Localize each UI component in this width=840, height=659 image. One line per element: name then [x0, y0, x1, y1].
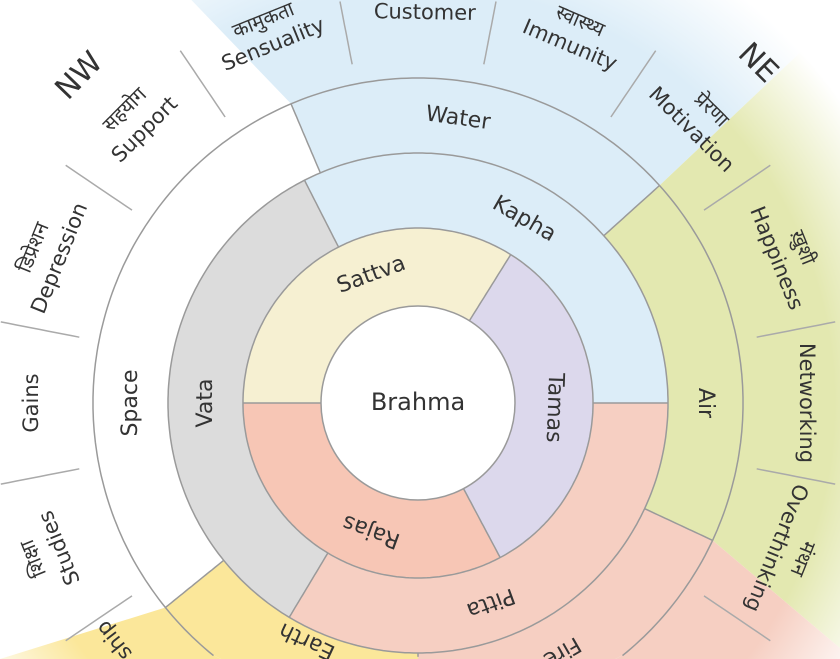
element-sector-earth [165, 560, 418, 659]
dosha-sector-kapha [304, 153, 668, 403]
zone-divider [703, 595, 771, 642]
sector-boundary [303, 179, 340, 248]
sector-boundary [603, 184, 660, 237]
sector-boundary [288, 552, 329, 618]
element-label-space: Space [118, 369, 143, 436]
center-circle [320, 305, 516, 501]
guna-sector-sattva [243, 228, 511, 403]
zone-divider [65, 164, 133, 211]
zone-divider [339, 1, 353, 65]
zone-divider [483, 1, 497, 65]
dosha-label-vata: Vata [193, 379, 218, 428]
element-sector-fire [418, 508, 713, 659]
dosha-sector-pitta [289, 403, 668, 653]
dosha-ring [168, 153, 668, 653]
zone-label-networking: Networking [795, 343, 819, 463]
zone-divider [65, 595, 133, 642]
zone-label-gains: Gains [19, 373, 43, 432]
element-ring [93, 78, 743, 659]
center-label: Brahma [371, 388, 465, 416]
zone-divider [179, 50, 226, 118]
zone-divider [0, 468, 80, 485]
element-sector-air [603, 185, 743, 541]
ring-outline [242, 227, 594, 579]
guna-label-tamas: Tamas [541, 372, 568, 443]
element-label-air: Air [693, 388, 718, 419]
guna-sector-rajas [243, 403, 501, 578]
sector-boundary [290, 103, 321, 174]
ring-outline [92, 77, 744, 657]
element-sector-space [93, 103, 321, 608]
sector-boundary [462, 488, 501, 558]
zone-label-customer: Customer [374, 0, 477, 25]
sector-boundary [644, 508, 713, 542]
dosha-sector-vata [168, 180, 339, 618]
guna-sector-tamas [463, 254, 593, 558]
zone-divider [756, 468, 836, 485]
guna-ring [243, 228, 593, 578]
zone-divider [703, 164, 771, 211]
zone-divider [756, 321, 836, 338]
sector-boundary [468, 254, 512, 322]
sector-boundary [164, 559, 225, 609]
zone-divider [610, 50, 657, 118]
zone-divider [0, 321, 80, 338]
element-sector-water [291, 78, 660, 236]
